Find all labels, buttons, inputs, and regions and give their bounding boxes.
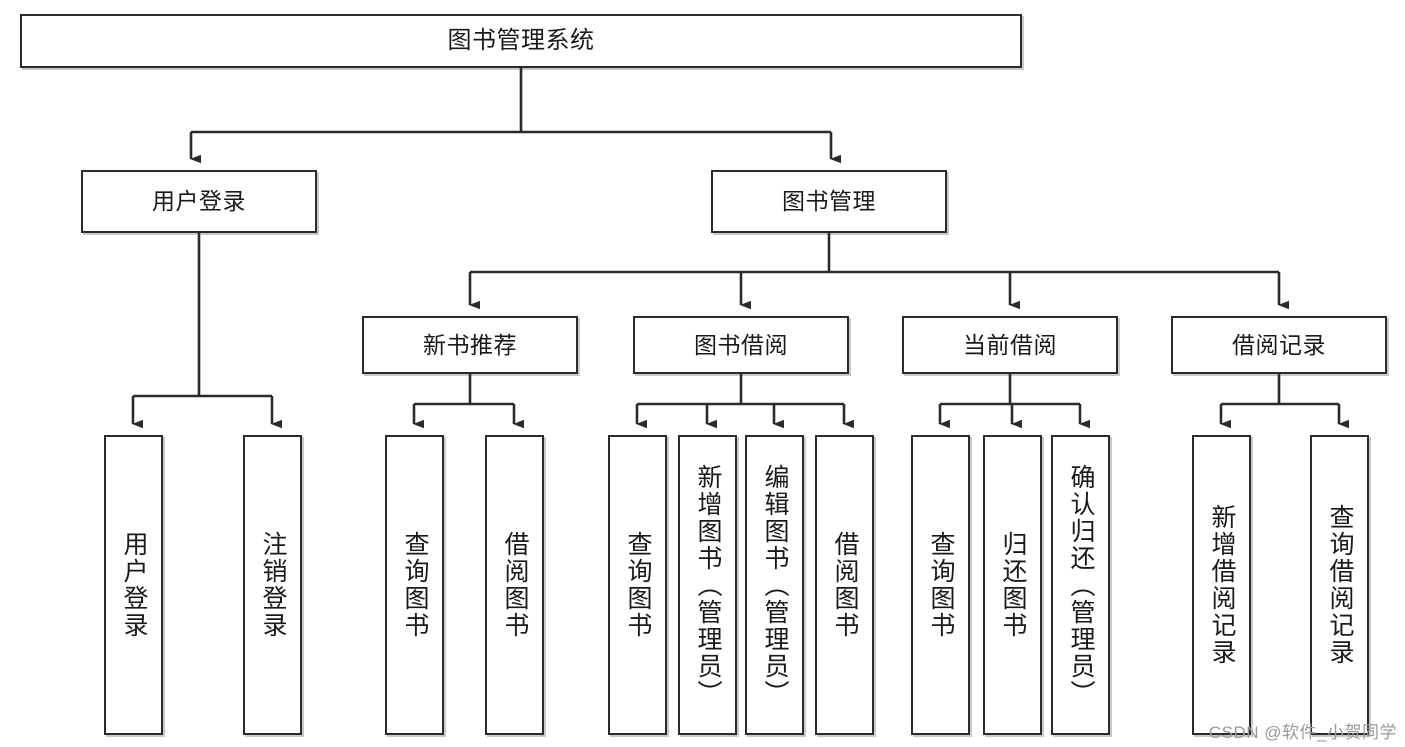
node-leaf-borrow-add-book-admin[interactable]: 新增图书（管理员） [678,435,737,735]
node-leaf-record-add[interactable]: 新增借阅记录 [1192,435,1251,735]
node-label: 新增借阅记录 [1208,504,1236,666]
node-label: 图书借阅 [694,331,788,358]
node-book-borrow[interactable]: 图书借阅 [633,316,849,374]
node-leaf-current-confirm-return-admin[interactable]: 确认归还（管理员） [1051,435,1110,735]
node-leaf-current-query-book[interactable]: 查询图书 [911,435,970,735]
node-user-login[interactable]: 用户登录 [81,170,317,233]
node-leaf-user-login[interactable]: 用户登录 [104,435,163,735]
node-label: 查询图书 [401,531,429,639]
node-leaf-record-query[interactable]: 查询借阅记录 [1310,435,1369,735]
node-new-book-recommend[interactable]: 新书推荐 [362,316,578,374]
node-label: 借阅记录 [1232,331,1326,358]
node-leaf-borrow-edit-book-admin[interactable]: 编辑图书（管理员） [745,435,804,735]
node-label: 查询图书 [927,531,955,639]
node-borrow-record[interactable]: 借阅记录 [1171,316,1387,374]
node-label: 编辑图书（管理员） [761,463,789,707]
watermark-text: CSDN @软件_小贺同学 [1208,723,1397,742]
node-label: 新增图书（管理员） [694,463,722,707]
node-label: 图书管理 [782,188,876,215]
node-label: 查询图书 [624,531,652,639]
node-label: 当前借阅 [963,331,1057,358]
node-current-borrow[interactable]: 当前借阅 [902,316,1118,374]
node-leaf-current-return-book[interactable]: 归还图书 [983,435,1042,735]
node-book-manage[interactable]: 图书管理 [711,170,947,233]
node-label: 归还图书 [999,531,1027,639]
node-root-system[interactable]: 图书管理系统 [20,14,1022,68]
node-label: 确认归还（管理员） [1067,463,1095,707]
node-label: 图书管理系统 [447,27,595,55]
node-label: 借阅图书 [831,531,859,639]
node-leaf-user-logout[interactable]: 注销登录 [243,435,302,735]
node-label: 用户登录 [152,188,246,215]
node-label: 借阅图书 [501,531,529,639]
node-label: 新书推荐 [423,331,517,358]
node-leaf-borrow-query-book[interactable]: 查询图书 [608,435,667,735]
node-leaf-borrow-do-borrow[interactable]: 借阅图书 [815,435,874,735]
node-label: 注销登录 [259,531,287,639]
node-label: 查询借阅记录 [1326,504,1354,666]
node-leaf-recommend-query-book[interactable]: 查询图书 [385,435,444,735]
node-leaf-recommend-borrow-book[interactable]: 借阅图书 [485,435,544,735]
node-label: 用户登录 [120,531,148,639]
